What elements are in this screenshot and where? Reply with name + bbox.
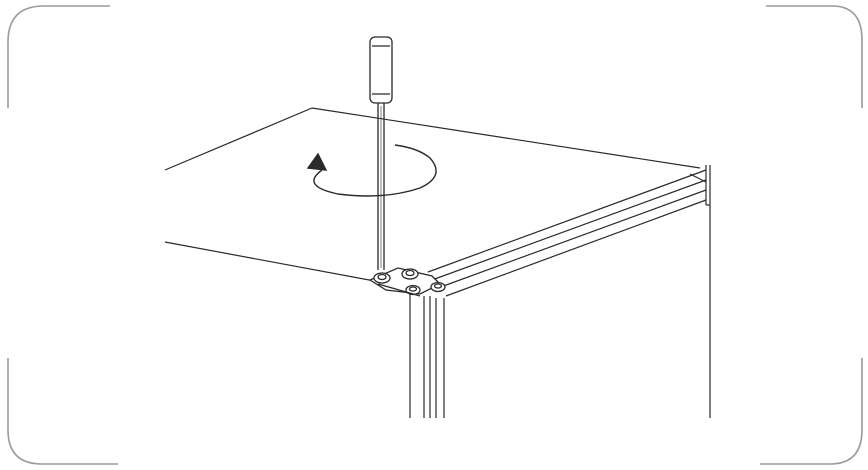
hinge-screw-icon — [368, 267, 446, 297]
screwdriver-icon — [369, 36, 393, 270]
frame-corner-bottom-right — [760, 358, 863, 465]
frame-corner-top-left — [7, 5, 110, 108]
door-front-edge — [409, 292, 445, 418]
top-edge-rail — [427, 165, 710, 297]
frame-corners — [7, 5, 863, 465]
frame-corner-bottom-left — [7, 358, 118, 465]
appliance-top-panel — [164, 107, 701, 283]
rotation-arrow-icon — [306, 144, 437, 197]
frame-corner-top-right — [766, 5, 863, 108]
